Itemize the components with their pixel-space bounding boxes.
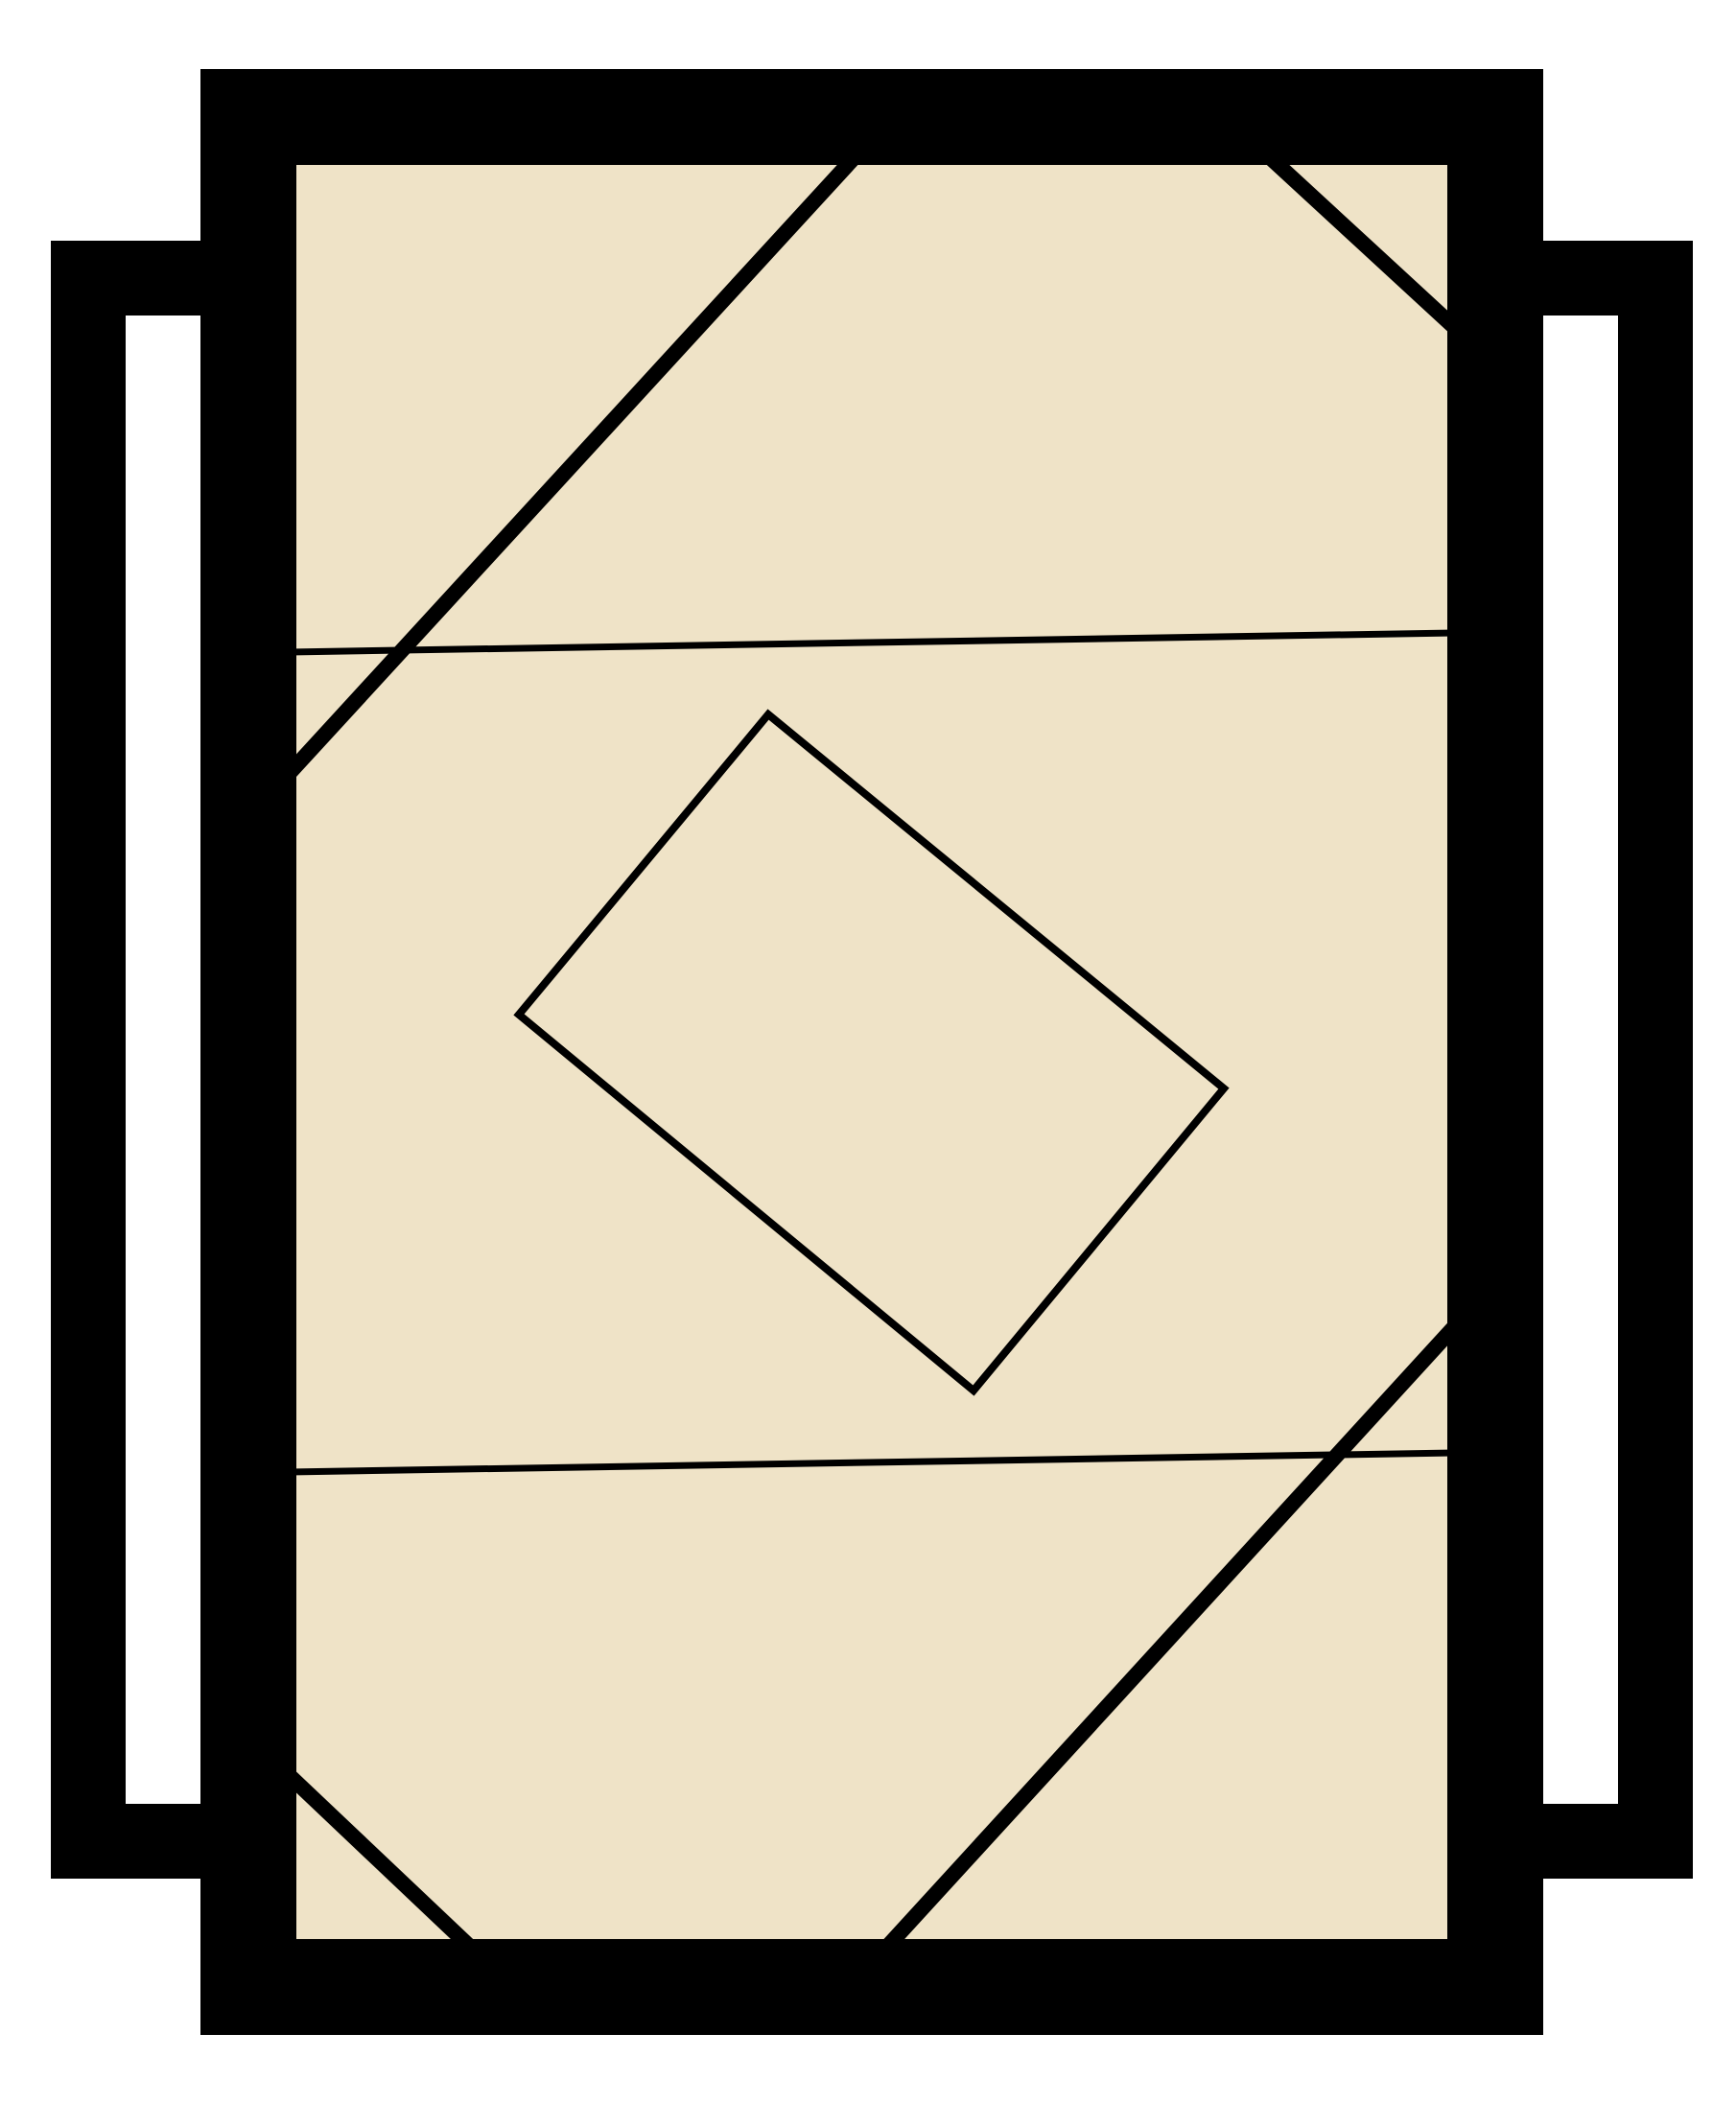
panel-lines <box>296 165 1447 1939</box>
horizontal-line-upper <box>296 629 1447 656</box>
diagonal-line-upper <box>296 165 858 778</box>
rotated-rectangle <box>513 709 1230 1396</box>
panel-frame <box>200 69 1543 2035</box>
panel <box>296 165 1447 1939</box>
diagonal-line-top-right <box>1266 165 1447 332</box>
diagonal-line-bottom-left <box>296 1771 474 1939</box>
horizontal-line-lower <box>296 1449 1447 1476</box>
diagonal-line-lower <box>883 1322 1447 1939</box>
